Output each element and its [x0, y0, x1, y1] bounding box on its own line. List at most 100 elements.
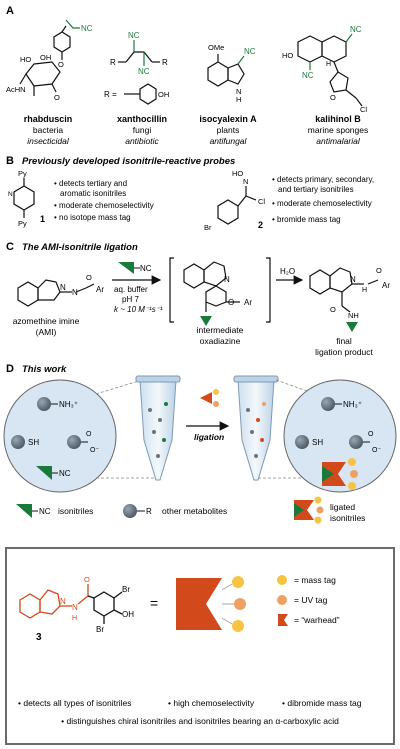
uv-tag-icon: [277, 595, 287, 605]
isonitrile-triangle-icon: [118, 262, 134, 274]
legend-other: other metabolites: [162, 506, 227, 516]
probe-3-br1: Br: [122, 585, 130, 594]
mass-tag-icon: [277, 575, 287, 585]
isocyalexin-activity: antifungal: [210, 136, 248, 146]
rhabduscin-o2: O: [54, 93, 60, 102]
condition-rate: k ~ 10 M⁻¹s⁻¹: [114, 305, 163, 314]
probe-3-number: 3: [36, 632, 42, 643]
probe-2-bullet-1: • detects primary, secondary,: [272, 175, 374, 184]
ami-ar: Ar: [96, 285, 104, 294]
thiol-label: SH: [28, 438, 39, 447]
chlorooxime-ho: HO: [232, 169, 243, 178]
probe-1-number: 1: [40, 214, 45, 224]
xanthocillin-nc-bot: NC: [138, 67, 150, 76]
ligation-label: ligation: [194, 432, 224, 442]
ami-n2: N: [72, 288, 78, 297]
rhabduscin-achn: AcHN: [6, 85, 26, 94]
chlorooxime-cl: Cl: [258, 197, 265, 206]
kalihinol-source: marine sponges: [308, 125, 368, 135]
legend-isonitriles: isonitriles: [58, 506, 93, 516]
legend-r: R: [146, 507, 152, 516]
carboxylate-o-right: O: [368, 431, 374, 438]
xanthocillin-r-def: R =: [104, 90, 117, 99]
ami-o: O: [86, 273, 92, 282]
tetrazine-n: N: [8, 191, 13, 198]
isocyalexin-nc: NC: [244, 47, 256, 56]
panel-c-label: C: [6, 241, 14, 253]
product-n: N: [350, 275, 356, 284]
probe-1-bullet-2: • moderate chemoselectivity: [54, 201, 154, 210]
intermediate-n: N: [224, 275, 230, 284]
legend-ligated-2: isonitriles: [330, 513, 365, 523]
thiol-label-right: SH: [312, 438, 323, 447]
amine-ball: [37, 397, 51, 411]
xanthocillin-activity: antibiotic: [125, 136, 159, 146]
probe-2-bullet-3: • bromide mass tag: [272, 215, 341, 224]
sample-tube-after: [234, 376, 278, 480]
xanthocillin-name: xanthocillin: [117, 114, 167, 124]
rhabduscin-activity: insecticidal: [27, 136, 70, 146]
legend-ligated-1: ligated: [330, 502, 355, 512]
ami-label-1: azomethine imine: [13, 316, 80, 326]
thiol-ball-right: [295, 435, 309, 449]
legend: NC isonitriles R other metabolites ligat…: [16, 497, 365, 524]
probe-1-bullet-1b: aromatic isonitriles: [60, 189, 126, 198]
xanthocillin-r-right: R: [162, 58, 168, 67]
product-label-2: ligation product: [315, 347, 373, 357]
panel-a: A NC O HO OH AcHN O rhabduscin bacteria …: [6, 5, 368, 146]
warhead-label: = “warhead”: [294, 615, 340, 625]
probe-bullet-3: • dibromide mass tag: [282, 698, 362, 708]
probe-3-br2: Br: [96, 625, 104, 634]
rhabduscin-o1: O: [58, 60, 64, 69]
carboxylate-label: O⁻: [90, 447, 99, 454]
chlorooxime-br: Br: [204, 223, 212, 232]
probe-icon: [200, 389, 219, 407]
xanthocillin-r-left: R: [110, 58, 116, 67]
intermediate-label-1: intermediate: [197, 325, 244, 335]
rhabduscin-nc: NC: [81, 24, 93, 33]
condition-buffer: aq. buffer: [114, 285, 148, 294]
kalihinol-nc-mid: NC: [302, 71, 314, 80]
product-structure: [310, 268, 378, 312]
xanthocillin-oh: OH: [158, 90, 169, 99]
kalihinol-o: O: [330, 93, 336, 102]
tetrazine-py-top: Py: [18, 169, 27, 178]
isocyalexin-name: isocyalexin A: [199, 114, 257, 124]
kalihinol-cl: Cl: [360, 105, 367, 114]
reagent-nc: NC: [140, 264, 152, 273]
carboxylate-ball-right: [349, 435, 363, 449]
isocyalexin-structure: [208, 54, 244, 86]
product-o2: O: [330, 305, 336, 314]
isocyalexin-h: H: [236, 95, 241, 104]
rhabduscin-ho: HO: [20, 55, 31, 64]
product-h: H: [362, 287, 367, 294]
probe-3-h: H: [72, 615, 77, 622]
intermediate-o: O: [228, 298, 234, 307]
panel-d-label: D: [6, 363, 14, 375]
probe-bullet-4: • distinguishes chiral isonitriles and i…: [61, 716, 339, 726]
product-nh: NH: [348, 311, 359, 320]
isonitrile-label: NC: [59, 469, 71, 478]
probe-1-bullet-3: • no isotope mass tag: [54, 213, 131, 222]
kalihinol-nc-top: NC: [350, 25, 362, 34]
thiol-ball: [11, 435, 25, 449]
probe-3-oh: OH: [122, 610, 134, 619]
intermediate-label-2: oxadiazine: [200, 336, 241, 346]
probe-bullet-2: • high chemoselectivity: [168, 698, 255, 708]
probe-bullet-1: • detects all types of isonitriles: [18, 698, 132, 708]
xanthocillin-source: fungi: [133, 125, 152, 135]
condition-ph: pH 7: [122, 295, 139, 304]
kalihinol-ho: HO: [282, 51, 293, 60]
panel-b: B Previously developed isonitrile-reacti…: [6, 155, 374, 232]
panel-d-title: This work: [22, 364, 67, 375]
panel-d: D This work NH₃⁺ SH O O⁻ NC: [4, 363, 396, 524]
ami-label-2: (AMI): [36, 327, 57, 337]
probe-3-n2: N: [72, 603, 78, 612]
chlorooxime-structure: [218, 186, 256, 224]
legend-isonitrile-icon: [16, 504, 32, 518]
rhabduscin-name: rhabduscin: [24, 114, 73, 124]
sample-tube-before: [136, 376, 180, 480]
water-label: H₂O: [280, 267, 295, 276]
ami-n1: N: [60, 283, 66, 292]
uv-tag-label: = UV tag: [294, 595, 328, 605]
